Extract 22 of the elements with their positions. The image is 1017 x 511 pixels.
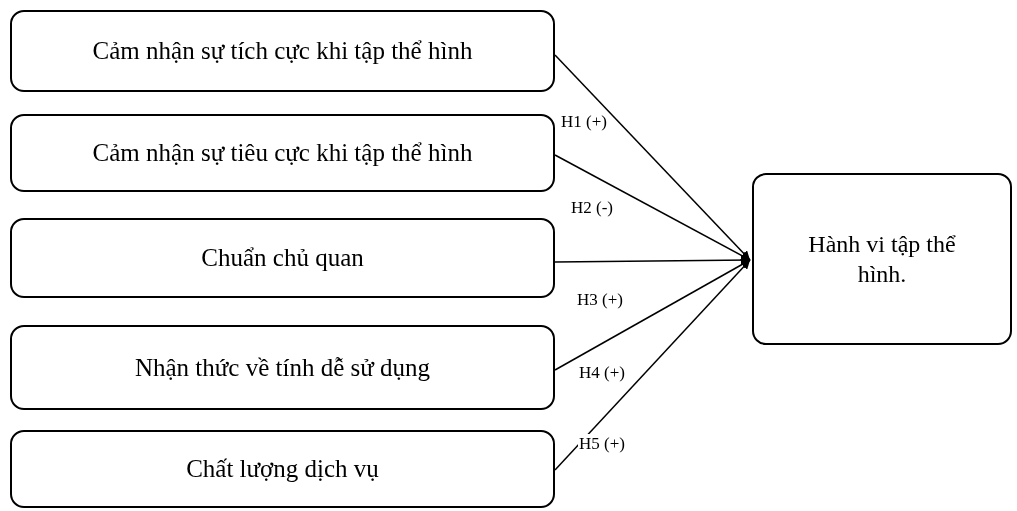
box-label: Chất lượng dịch vụ <box>186 454 379 484</box>
box-label: Cảm nhận sự tích cực khi tập thể hình <box>92 36 473 66</box>
rounded-box <box>10 430 555 508</box>
edge-label: H2 (-) <box>570 198 614 218</box>
rounded-box <box>752 173 1012 345</box>
rounded-box <box>10 325 555 410</box>
arrow <box>554 259 751 471</box>
arrow <box>554 154 751 261</box>
rounded-box <box>10 10 555 92</box>
edge-label: H1 (+) <box>560 112 608 132</box>
rounded-box <box>10 218 555 298</box>
arrow <box>554 259 751 371</box>
edge-label: H3 (+) <box>576 290 624 310</box>
box-label: Nhận thức về tính dễ sử dụng <box>134 352 431 383</box>
edge-label: H5 (+) <box>578 434 626 454</box>
box-label: Chuẩn chủ quan <box>201 243 364 273</box>
rounded-box <box>10 114 555 192</box>
arrow <box>554 255 751 265</box>
arrow <box>554 54 751 261</box>
box-label: Cảm nhận sự tiêu cực khi tập thể hình <box>92 138 473 168</box>
edge-label: H4 (+) <box>578 363 626 383</box>
box-label: Hành vi tập thể hình. <box>807 230 957 289</box>
